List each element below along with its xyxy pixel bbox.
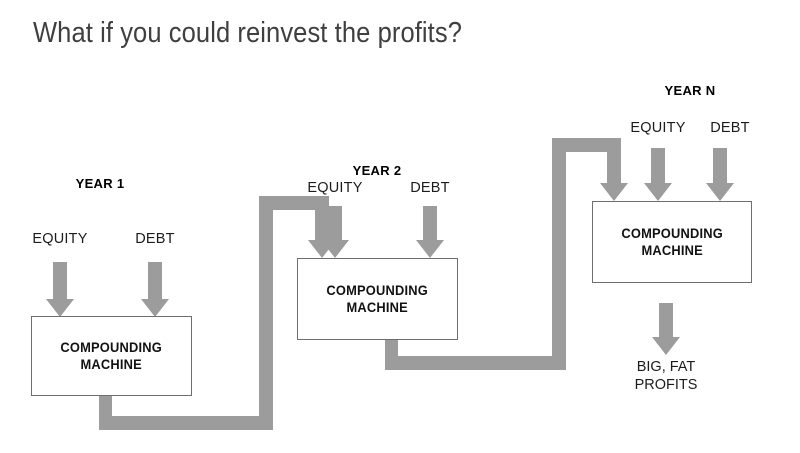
arrow-head [416, 240, 444, 258]
pipe-year2-reinvest-riser [552, 138, 566, 370]
arrow-shaft [423, 206, 437, 240]
input-label-year1-equity: EQUITY [32, 231, 88, 247]
final-output-label: BIG, FAT PROFITS [616, 358, 716, 394]
arrow-year1-equity-input [46, 262, 74, 317]
machine-box-year-n[interactable]: COMPOUNDING MACHINE [592, 201, 752, 283]
pipe-year2-output-horizontal [385, 356, 566, 370]
arrow-yearn-debt-input [706, 148, 734, 201]
machine-label-line2: MACHINE [80, 356, 143, 372]
machine-label-line1: COMPOUNDING [621, 225, 723, 241]
machine-label-line1: COMPOUNDING [60, 339, 163, 355]
machine-box-year-2[interactable]: COMPOUNDING MACHINE [297, 258, 458, 340]
pipe-year1-output-horizontal [99, 416, 273, 430]
arrow-head [600, 183, 628, 201]
input-label-year2-debt: DEBT [410, 180, 450, 196]
arrow-yearn-equity-input [644, 148, 672, 201]
input-label-yearn-debt: DEBT [710, 120, 750, 136]
input-label-yearn-equity: EQUITY [630, 120, 686, 136]
pipe-year1-reinvest-horizontal [259, 196, 322, 210]
arrow-head [321, 240, 349, 258]
year-label-year-n: YEAR N [664, 83, 716, 98]
arrow-head [706, 183, 734, 201]
arrow-shaft [315, 196, 329, 240]
arrow-shaft [607, 138, 621, 183]
arrow-head [652, 337, 680, 355]
machine-box-label: COMPOUNDING MACHINE [621, 225, 722, 259]
arrow-head [141, 299, 169, 317]
arrow-shaft [651, 148, 665, 183]
final-output-line2: PROFITS [634, 377, 698, 393]
arrow-shaft [713, 148, 727, 183]
machine-box-year-1[interactable]: COMPOUNDING MACHINE [31, 316, 192, 396]
arrow-shaft [53, 262, 67, 299]
arrow-year2-debt-input [416, 206, 444, 258]
arrow-reinvest-into-yearn [600, 138, 628, 201]
arrow-head [46, 299, 74, 317]
pipe-year2-reinvest-horizontal [552, 138, 614, 152]
input-label-year1-debt: DEBT [135, 231, 175, 247]
arrow-shaft [328, 206, 342, 240]
page-title: What if you could reinvest the profits? [33, 17, 462, 49]
pipe-year2-output-stub [385, 340, 398, 360]
arrow-head [644, 183, 672, 201]
arrow-shaft [148, 262, 162, 299]
machine-label-line1: COMPOUNDING [326, 282, 429, 298]
pipe-year1-reinvest-riser [259, 196, 273, 430]
machine-label-line2: MACHINE [346, 299, 409, 315]
arrow-final-profits-output [652, 303, 680, 355]
machine-box-label: COMPOUNDING MACHINE [61, 339, 162, 373]
final-output-line1: BIG, FAT [636, 359, 696, 375]
machine-label-line2: MACHINE [641, 242, 703, 258]
year-label-year-2: YEAR 2 [352, 163, 402, 178]
arrow-year2-equity-input [321, 206, 349, 258]
arrow-shaft [659, 303, 673, 337]
machine-box-label: COMPOUNDING MACHINE [327, 282, 428, 316]
arrow-year1-debt-input [141, 262, 169, 317]
year-label-year-1: YEAR 1 [75, 176, 125, 191]
pipe-year1-output-stub [99, 396, 112, 418]
input-label-year2-equity: EQUITY [307, 180, 363, 196]
